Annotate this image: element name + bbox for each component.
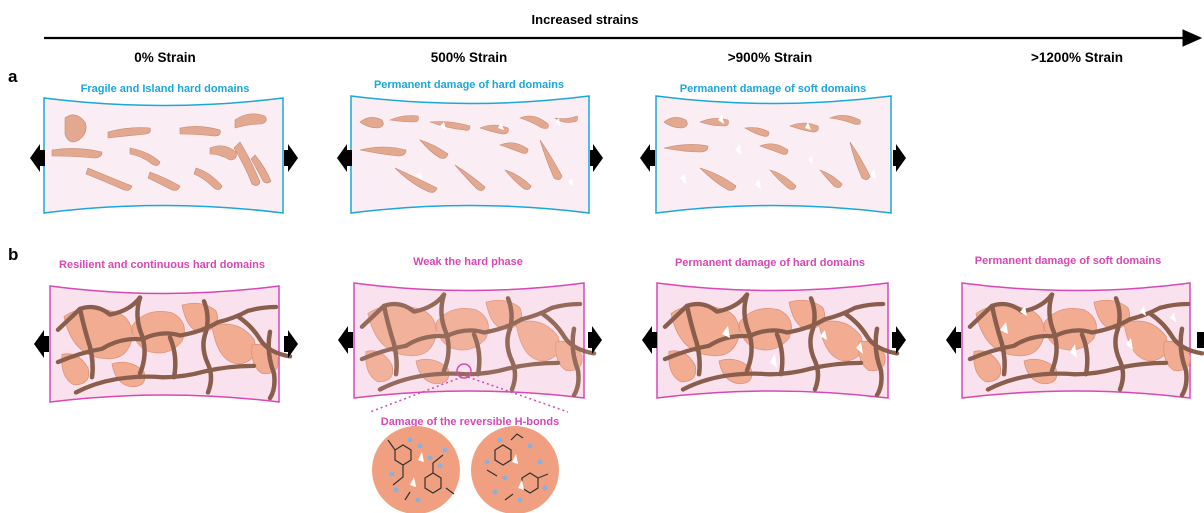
row-b-caption-1: Weak the hard phase bbox=[413, 256, 523, 268]
row-a-panel-2 bbox=[640, 96, 906, 213]
row-b-letter: b bbox=[8, 245, 18, 264]
header-title: Increased strains bbox=[532, 12, 639, 27]
row-a-caption-0: Fragile and Island hard domains bbox=[81, 83, 250, 95]
row-a-panel-0 bbox=[30, 98, 298, 213]
strain-label-3: >1200% Strain bbox=[1031, 50, 1123, 65]
molecule-circle-left bbox=[372, 426, 460, 513]
row-b-panel-2 bbox=[642, 283, 906, 398]
strain-label-1: 500% Strain bbox=[431, 50, 508, 65]
row-a-panel-1 bbox=[337, 96, 603, 213]
row-b-panel-3 bbox=[946, 283, 1204, 398]
row-a-letter: a bbox=[8, 67, 18, 86]
row-b-caption-2: Permanent damage of hard domains bbox=[675, 257, 865, 269]
strain-label-0: 0% Strain bbox=[134, 50, 196, 65]
row-b-panel-0 bbox=[34, 286, 298, 402]
row-b-caption-0: Resilient and continuous hard domains bbox=[59, 259, 265, 271]
strain-label-2: >900% Strain bbox=[728, 50, 812, 65]
row-b-panel-1 bbox=[338, 283, 602, 398]
row-a-caption-2: Permanent damage of soft domains bbox=[680, 83, 866, 95]
row-b-caption-3: Permanent damage of soft domains bbox=[975, 255, 1161, 267]
row-a-caption-1: Permanent damage of hard domains bbox=[374, 79, 564, 91]
molecule-circle-right bbox=[471, 426, 559, 513]
zoom-caption: Damage of the reversible H-bonds bbox=[381, 416, 560, 428]
